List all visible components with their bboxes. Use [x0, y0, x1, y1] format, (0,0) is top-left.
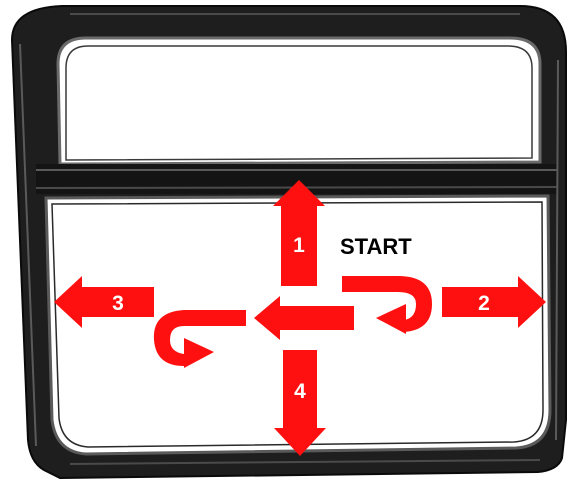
upper-opening	[58, 38, 540, 164]
step-4-label: 4	[294, 380, 306, 403]
center-arrow-shaft	[278, 306, 354, 330]
step-3-label: 3	[112, 292, 124, 315]
step-1-label: 1	[293, 234, 305, 257]
start-label: START	[340, 234, 412, 259]
step-2-label: 2	[478, 292, 490, 315]
